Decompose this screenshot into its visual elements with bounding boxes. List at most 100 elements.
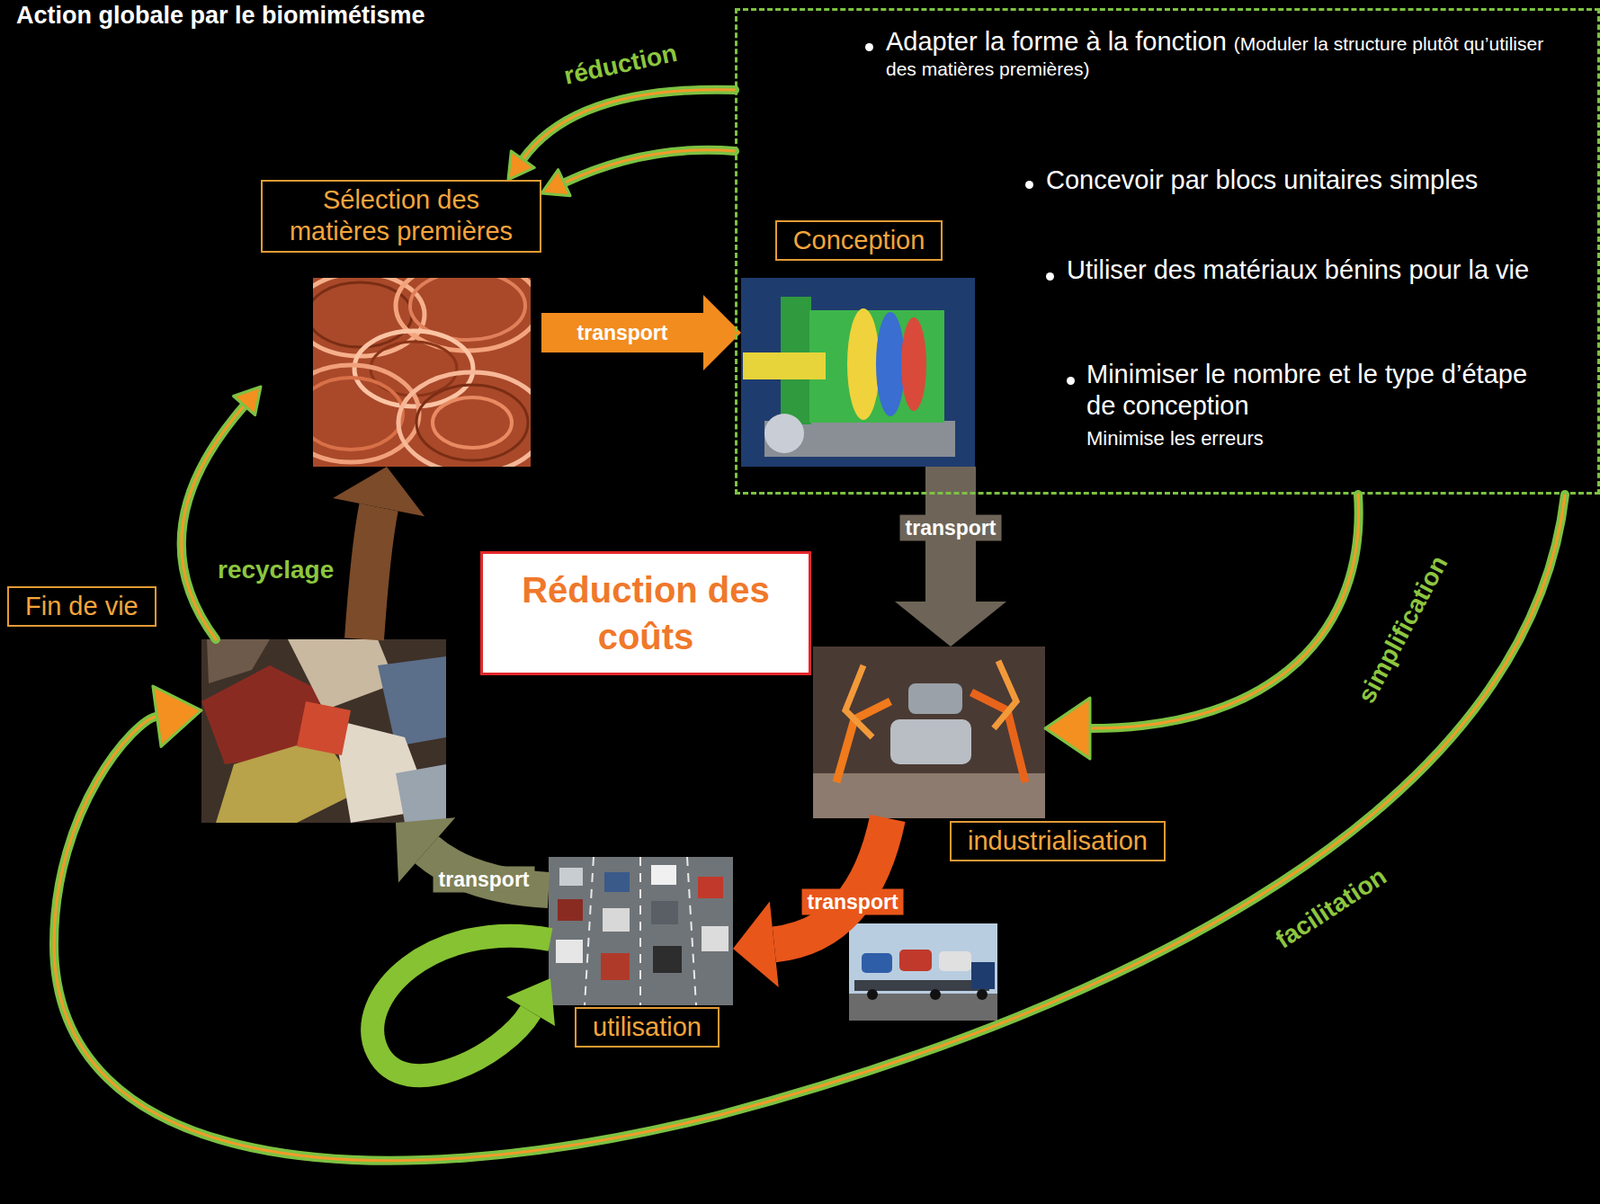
- bullet-text: Utiliser des matériaux bénins pour la vi…: [1066, 254, 1535, 287]
- factory-ground: [813, 646, 1046, 819]
- robot-arm: [845, 665, 873, 738]
- car: [861, 953, 893, 974]
- scrap-piece: [296, 701, 351, 756]
- car-body: [908, 683, 963, 715]
- influence-line-core: [53, 494, 1565, 1162]
- scrap-piece: [206, 639, 270, 684]
- block-arrow-shaft: [541, 312, 704, 353]
- gear-disc: [901, 317, 927, 412]
- influence-head: [1045, 697, 1091, 760]
- wheel: [929, 989, 941, 1001]
- bullet-item: Minimiser le nombre et le type d’étape d…: [1086, 358, 1537, 451]
- sky: [849, 923, 998, 1021]
- edge-label-wrap: transport: [622, 332, 725, 359]
- edge-label: transport: [433, 867, 536, 894]
- scrap-heap: [201, 639, 447, 823]
- influence-line-core: [563, 150, 735, 183]
- stage-label: Sélection des matières premières: [260, 179, 542, 253]
- car: [652, 946, 682, 974]
- stage-label: utilisation: [574, 1007, 720, 1048]
- coil: [395, 277, 531, 351]
- bullet-dot: [1045, 272, 1055, 281]
- block-arrow-shaft: [364, 507, 379, 640]
- edge-label: simplification: [1350, 547, 1457, 711]
- coil: [312, 377, 403, 450]
- stage-label: industrialisation: [949, 821, 1166, 862]
- car: [651, 865, 677, 885]
- edge-label-wrap: transport: [483, 879, 586, 906]
- influence-line-core: [1090, 494, 1359, 729]
- block-arrow-head: [732, 902, 779, 989]
- influence-head: [508, 151, 535, 180]
- edge-label: facilitation: [1267, 859, 1395, 957]
- bullet-text: Adapter la forme à la fonction: [885, 26, 1227, 56]
- block-arrow-shaft: [774, 818, 888, 945]
- wheel: [976, 989, 988, 1001]
- car: [651, 901, 679, 925]
- connector: [53, 494, 1565, 1162]
- car: [701, 926, 729, 952]
- use-loop-head: [506, 978, 555, 1027]
- lane-line: [687, 857, 697, 1006]
- edge-label: transport: [900, 514, 1002, 541]
- scrap-ground: [201, 639, 447, 823]
- coil: [416, 384, 528, 461]
- edge-label: réduction: [557, 37, 683, 91]
- connector: [1045, 494, 1359, 760]
- stage-node: utilisation: [548, 857, 733, 1006]
- diagram-title: Action globale par le biomimétisme: [16, 1, 426, 30]
- road: [548, 857, 733, 1006]
- goal-text: Réduction des coûts: [491, 566, 800, 661]
- edge-label-wrap: transport: [852, 902, 955, 929]
- influence-line-core: [181, 405, 245, 640]
- title-wrap: Action globale par le biomimétisme: [16, 1, 426, 30]
- use-cycle-arrow: [372, 936, 555, 1077]
- truck-cab: [971, 962, 995, 990]
- bullet-item: Concevoir par blocs unitaires simples: [1045, 164, 1550, 197]
- edge-label-wrap: simplification: [1403, 629, 1573, 659]
- stage-node: Fin de vie: [201, 639, 447, 823]
- edge-label-wrap: recyclage: [214, 555, 338, 585]
- car: [604, 872, 630, 893]
- trailer: [854, 980, 990, 992]
- bullet-dot: [865, 43, 874, 52]
- traffic-jam: [548, 857, 733, 1006]
- bullet-text: Concevoir par blocs unitaires simples: [1045, 164, 1550, 197]
- edge-label-wrap: réduction: [620, 64, 743, 94]
- car: [557, 899, 583, 921]
- copper-coils: [312, 277, 531, 467]
- influence-head: [541, 169, 571, 197]
- factory-line: [813, 646, 1046, 819]
- gear-disc: [875, 312, 905, 417]
- connector: [541, 150, 735, 197]
- scrap-piece: [395, 764, 447, 823]
- car: [697, 876, 724, 899]
- influence-line: [181, 405, 245, 640]
- stage-node: Conception: [741, 220, 977, 467]
- car-transporter: [849, 923, 998, 1021]
- gearbox-ground: [741, 277, 975, 467]
- coil: [312, 365, 420, 463]
- gearbox-shaft: [742, 352, 826, 380]
- edge-label: recyclage: [214, 555, 338, 585]
- gearbox-body: [809, 310, 945, 423]
- gearbox-motor: [764, 413, 805, 454]
- coil: [432, 397, 512, 448]
- bullet-text: Minimiser le nombre et le type d’étape d…: [1086, 358, 1537, 422]
- connector: [541, 294, 742, 371]
- influence-line: [53, 494, 1565, 1162]
- connector: [181, 386, 261, 640]
- connector: [332, 466, 425, 640]
- scrap-piece: [287, 639, 396, 711]
- stage-label: Conception: [775, 220, 944, 261]
- gearbox-model: [741, 277, 975, 467]
- car: [600, 953, 630, 981]
- scrap-piece: [377, 656, 447, 747]
- edge-label: transport: [572, 320, 674, 347]
- lane-line: [639, 857, 642, 1006]
- robot-arm: [971, 692, 1026, 783]
- stage-node: industrialisation: [813, 646, 1046, 819]
- edge-label-wrap: facilitation: [1331, 908, 1465, 938]
- wheel: [867, 989, 878, 1001]
